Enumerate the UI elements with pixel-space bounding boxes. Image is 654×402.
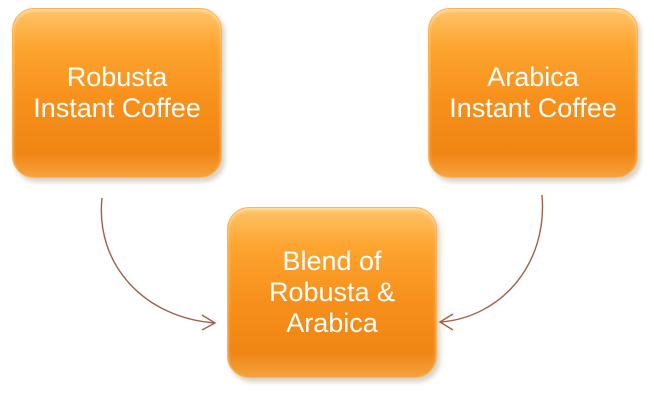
arrowhead-right [438, 313, 454, 331]
blend-label: Blend of Robusta & Arabica [269, 246, 395, 339]
robusta-label-line1: Robusta [66, 62, 168, 92]
arabica-instant-coffee-box: Arabica Instant Coffee [428, 8, 638, 178]
blend-label-line1: Blend of [282, 246, 382, 276]
blend-label-line3: Arabica [286, 308, 378, 338]
connector-arabica-to-blend [439, 194, 544, 323]
robusta-instant-coffee-box: Robusta Instant Coffee [12, 8, 222, 178]
blend-label-line2: Robusta & [268, 277, 396, 307]
arabica-label: Arabica Instant Coffee [449, 62, 617, 124]
arrowhead-left [201, 314, 217, 331]
blend-box: Blend of Robusta & Arabica [227, 207, 437, 378]
arabica-label-line1: Arabica [487, 62, 579, 92]
robusta-label: Robusta Instant Coffee [33, 62, 201, 124]
arabica-label-line2: Instant Coffee [449, 93, 617, 123]
robusta-label-line2: Instant Coffee [33, 93, 201, 123]
connector-robusta-to-blend [100, 197, 216, 324]
